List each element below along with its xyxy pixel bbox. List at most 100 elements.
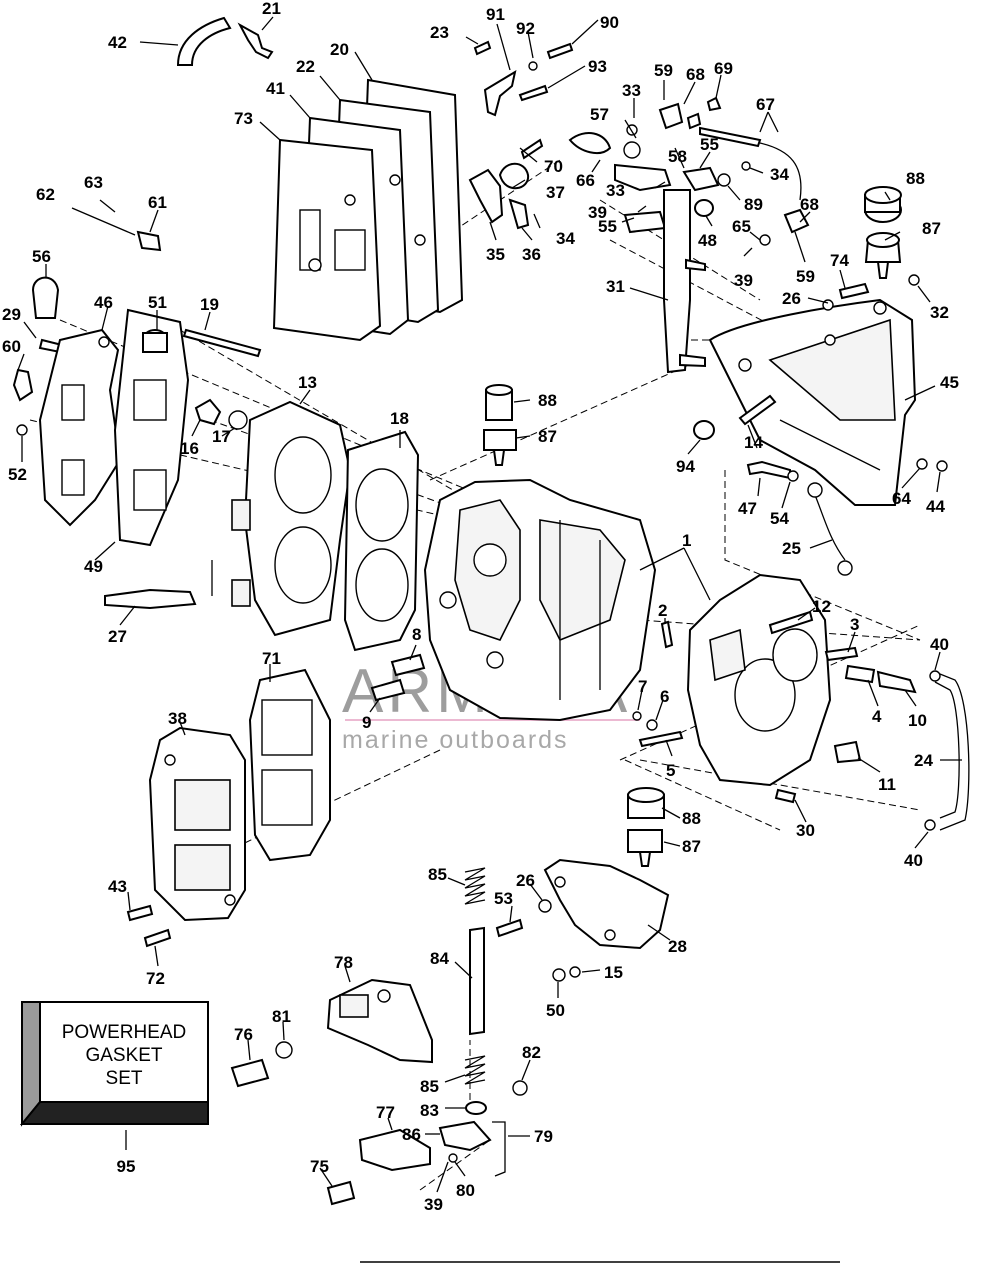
callout: 28 (668, 937, 687, 956)
callout: 85 (420, 1077, 439, 1096)
callout: 64 (892, 489, 911, 508)
callout: 43 (108, 877, 127, 896)
callout: 75 (310, 1157, 329, 1176)
callout: 51 (148, 293, 167, 312)
callout: 88 (538, 391, 557, 410)
callout: 37 (546, 183, 565, 202)
callout: 53 (494, 889, 513, 908)
callout: 40 (930, 635, 949, 654)
callout: 71 (262, 649, 281, 668)
callout: 46 (94, 293, 113, 312)
callout: 11 (878, 775, 896, 794)
callout: 73 (234, 109, 253, 128)
callout: 58 (668, 147, 687, 166)
callout: 80 (456, 1181, 475, 1200)
callout: 59 (654, 61, 673, 80)
callout: 94 (676, 457, 695, 476)
callout: 90 (600, 13, 619, 32)
callout: 7 (638, 677, 647, 696)
callout: 2 (658, 601, 667, 620)
callout: 26 (782, 289, 801, 308)
callout: 65 (732, 217, 751, 236)
callout: 82 (522, 1043, 541, 1062)
callout: 27 (108, 627, 127, 646)
callout: 41 (266, 79, 285, 98)
callout: 72 (146, 969, 165, 988)
callout: 79 (534, 1127, 553, 1146)
kit-ref-number: 95 (117, 1157, 136, 1176)
callout: 13 (298, 373, 317, 392)
callout: 15 (604, 963, 623, 982)
callout: 23 (430, 23, 449, 42)
kit-line-2: GASKET (85, 1045, 162, 1066)
callout: 55 (700, 135, 719, 154)
callout: 85 (428, 865, 447, 884)
callout: 34 (556, 229, 575, 248)
callout: 68 (800, 195, 819, 214)
callout: 66 (576, 171, 595, 190)
callout: 57 (590, 105, 609, 124)
watermark-tagline: marine outboards (342, 726, 569, 754)
callout: 86 (402, 1125, 421, 1144)
callout: 74 (830, 251, 849, 270)
callout: 18 (390, 409, 409, 428)
callout: 12 (812, 597, 831, 616)
callout: 36 (522, 245, 541, 264)
callout: 87 (922, 219, 941, 238)
callout: 87 (538, 427, 557, 446)
callout: 44 (926, 497, 945, 516)
kit-line-3: SET (106, 1068, 143, 1089)
callout: 39 (424, 1195, 443, 1214)
callout: 55 (598, 217, 617, 236)
callout: 9 (362, 713, 371, 732)
callout: 92 (516, 19, 535, 38)
callout: 10 (908, 711, 927, 730)
callout: 93 (588, 57, 607, 76)
callout: 83 (420, 1101, 439, 1120)
callout: 61 (148, 193, 167, 212)
callout: 35 (486, 245, 505, 264)
callout: 68 (686, 65, 705, 84)
callout: 5 (666, 761, 675, 780)
callout: 49 (84, 557, 103, 576)
callout: 19 (200, 295, 219, 314)
leader-lines (17, 16, 962, 1193)
callout: 60 (2, 337, 21, 356)
callout: 6 (660, 687, 669, 706)
callout: 31 (606, 277, 625, 296)
callout: 20 (330, 40, 349, 59)
callout: 17 (212, 427, 231, 446)
kit-line-1: POWERHEAD (62, 1022, 187, 1043)
callout: 30 (796, 821, 815, 840)
callout: 4 (872, 707, 882, 726)
callout: 62 (36, 185, 55, 204)
callout: 77 (376, 1103, 395, 1122)
callout: 89 (744, 195, 763, 214)
callout: 78 (334, 953, 353, 972)
callout: 42 (108, 33, 127, 52)
callout: 56 (32, 247, 51, 266)
callout: 24 (914, 751, 933, 770)
callout: 54 (770, 509, 789, 528)
callout: 26 (516, 871, 535, 890)
callout: 8 (412, 625, 421, 644)
callout: 88 (906, 169, 925, 188)
callout: 47 (738, 499, 757, 518)
callout: 88 (682, 809, 701, 828)
callout: 34 (770, 165, 789, 184)
callout: 32 (930, 303, 949, 322)
callout: 16 (180, 439, 199, 458)
callout: 40 (904, 851, 923, 870)
callout: 50 (546, 1001, 565, 1020)
callout: 67 (756, 95, 775, 114)
callout: 39 (734, 271, 753, 290)
callout-numbers: 21 42 91 92 90 23 20 22 93 41 73 33 59 6… (2, 0, 959, 1214)
callout: 22 (296, 57, 315, 76)
callout: 25 (782, 539, 801, 558)
callout: 52 (8, 465, 27, 484)
callout: 39 (588, 203, 607, 222)
callout: 45 (940, 373, 959, 392)
callout: 38 (168, 709, 187, 728)
callout: 84 (430, 949, 449, 968)
callout: 87 (682, 837, 701, 856)
